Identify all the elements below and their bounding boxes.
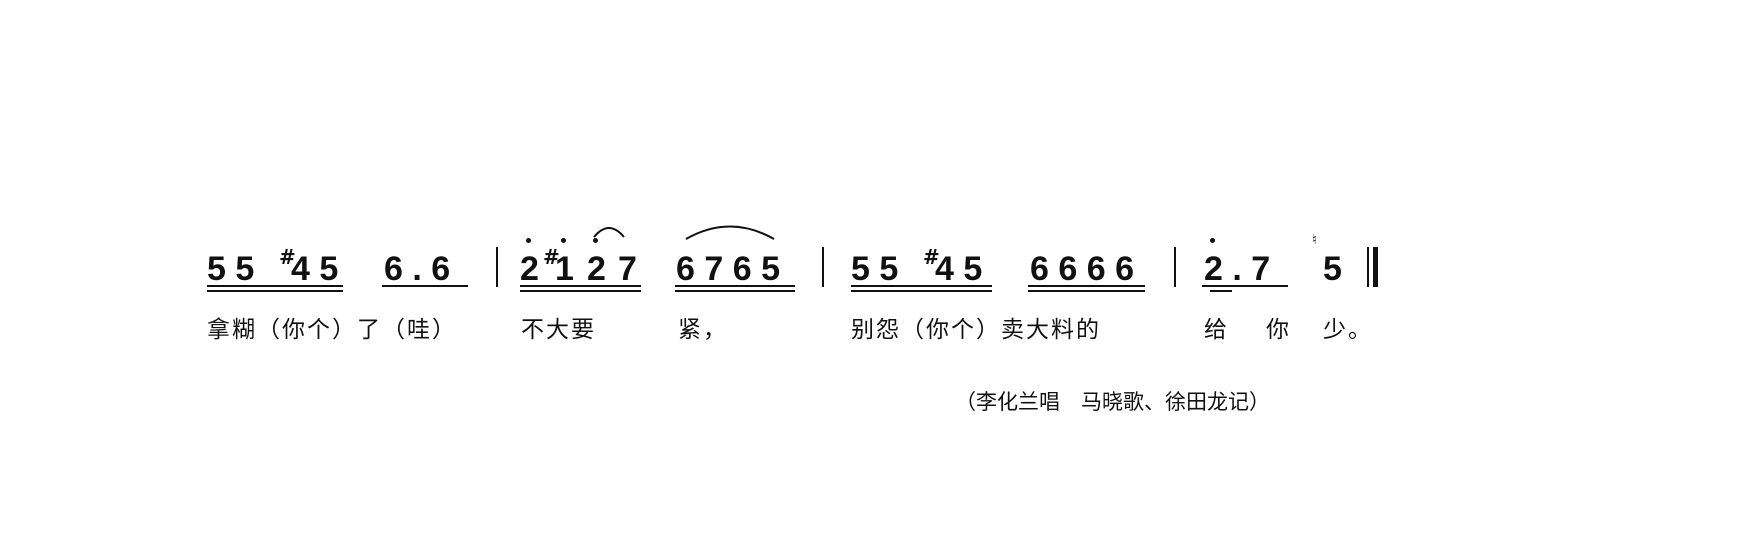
- m4-note-5: 5: [1323, 250, 1342, 288]
- m2-underline-2: [520, 290, 641, 292]
- lyric-segment-5: 给: [1204, 317, 1229, 343]
- m2-high-dot-1: [526, 238, 531, 243]
- m1-notes-c: 6 . 6: [384, 250, 451, 288]
- m3-notes-c: 6 6 6 6: [1030, 250, 1134, 288]
- lyric-segment-4: 别怨（你个）卖大料的: [851, 317, 1101, 343]
- m4-high-dot: [1210, 238, 1215, 243]
- m2-slur-short: [593, 227, 625, 238]
- m4-underline-1: [1202, 285, 1288, 287]
- m1-underline-3: [382, 285, 468, 287]
- m2-slur-long: [685, 225, 775, 240]
- m2-underline-4: [675, 290, 795, 292]
- m3-notes-b: 4 5: [935, 250, 983, 288]
- m3-sharp: #: [923, 245, 940, 269]
- m1-notes-b: 4 5: [291, 250, 339, 288]
- m2-notes-b: 6 7 6 5: [676, 250, 780, 288]
- lyric-segment-3: 紧，: [678, 317, 728, 343]
- m3-notes-a: 5 5: [851, 250, 899, 288]
- m1-sharp: #: [279, 245, 296, 269]
- m1-underline-1: [207, 285, 343, 287]
- barline-1: [496, 247, 498, 287]
- m2-high-dot-2: [561, 238, 566, 243]
- final-barline-thin: [1367, 247, 1369, 287]
- m2-note-1: 1: [555, 250, 574, 288]
- performer-credit: （李化兰唱 马晓歌、徐田龙记）: [955, 390, 1270, 414]
- m3-underline-2: [851, 290, 992, 292]
- m2-note-2b: 2: [587, 250, 606, 288]
- m4-underline-2: [1210, 290, 1232, 292]
- m3-underline-3: [1028, 285, 1145, 287]
- m4-grace-natural: ♮: [1312, 232, 1318, 248]
- barline-2: [822, 247, 824, 287]
- m1-notes-a: 5 5: [207, 250, 255, 288]
- final-barline-thick: [1373, 247, 1378, 287]
- m2-note-7: 7: [618, 250, 637, 288]
- m2-note-2: 2: [520, 250, 539, 288]
- lyric-segment-2: 不大要: [521, 317, 596, 343]
- lyric-segment-7: 少。: [1323, 317, 1373, 343]
- m2-underline-3: [675, 285, 795, 287]
- lyric-segment-6: 你: [1266, 317, 1291, 343]
- m2-sharp: #: [543, 245, 560, 269]
- m3-underline-4: [1028, 290, 1145, 292]
- m1-underline-2: [207, 290, 343, 292]
- lyric-segment-1: 拿糊（你个）了（哇）: [207, 317, 457, 343]
- barline-3: [1174, 247, 1176, 287]
- m4-notes-a: 2 . 7: [1204, 250, 1271, 288]
- m2-high-dot-3: [593, 238, 598, 243]
- m2-underline-1: [520, 285, 641, 287]
- m3-underline-1: [851, 285, 992, 287]
